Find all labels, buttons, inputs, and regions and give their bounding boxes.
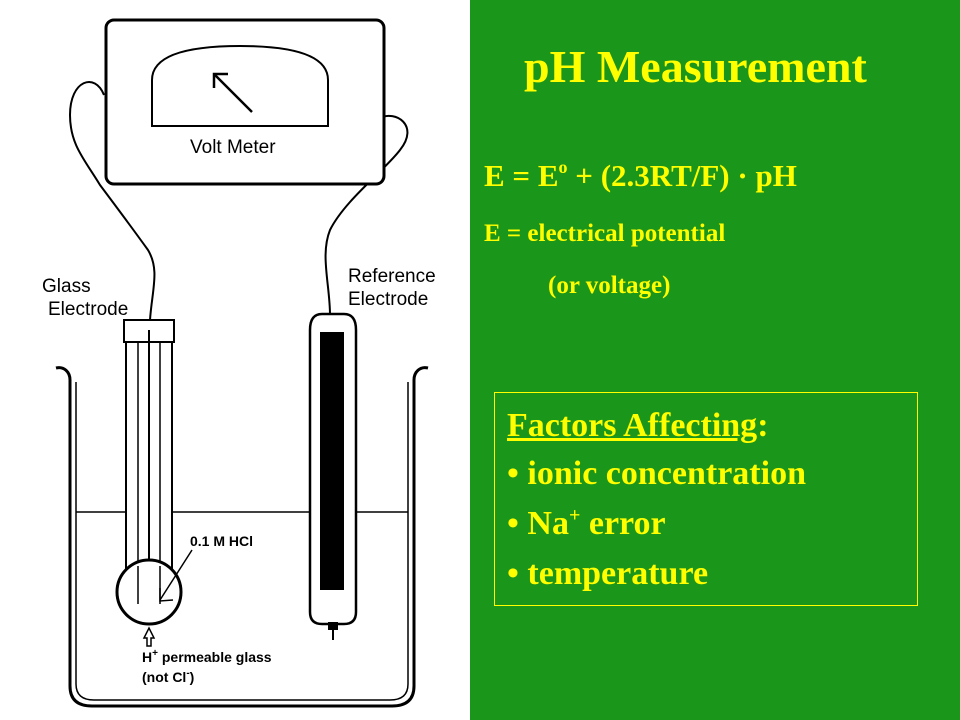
meter-needle-arrowhead xyxy=(212,72,228,88)
electrode-diagram: Volt Meter 0.1 M HCl H+ permeable glass … xyxy=(0,0,470,720)
glass-bulb xyxy=(115,558,183,626)
glass-electrode-wire xyxy=(68,81,156,321)
permeable-glass-arrow xyxy=(142,626,156,647)
factor-sodium-prefix: • Na xyxy=(507,505,569,542)
hcl-pointer-line xyxy=(159,549,193,601)
factors-title-text: Factors Affecting xyxy=(507,407,758,444)
reference-electrode-core xyxy=(320,332,344,590)
beaker-inner-wall xyxy=(75,382,409,701)
factor-sodium-sup: + xyxy=(568,504,581,527)
hcl-label: 0.1 M HCl xyxy=(190,533,253,549)
equation-superscript: o xyxy=(558,156,568,177)
diagram-svg: Volt Meter 0.1 M HCl H+ permeable glass … xyxy=(42,18,436,708)
slide-title: pH Measurement xyxy=(524,41,867,92)
permeable-glass-label: H+ permeable glass xyxy=(142,648,272,665)
factor-item-sodium: • Na+ error xyxy=(507,505,666,543)
not-cl-label: (not Cl-) xyxy=(142,668,194,685)
glass-electrode-label-line2: Electrode xyxy=(48,299,128,320)
equation-part1: E = E xyxy=(484,158,559,193)
factor-item-temperature: • temperature xyxy=(507,555,709,592)
factors-title-colon: : xyxy=(757,407,769,444)
factor-sodium-suffix: error xyxy=(580,505,666,542)
glass-electrode-label-line1: Glass xyxy=(42,276,91,297)
meter-needle xyxy=(213,73,253,113)
meter-dial xyxy=(151,44,329,127)
beaker xyxy=(55,366,429,708)
factors-box: Factors Affecting: • ionic concentration… xyxy=(494,392,918,606)
reference-electrode-tip-plug xyxy=(328,622,338,630)
hcl-pointer-arrowhead xyxy=(159,588,174,602)
factor-item-ionic: • ionic concentration xyxy=(507,455,806,492)
reference-electrode-label-line2: Electrode xyxy=(348,289,428,310)
volt-meter-label: Volt Meter xyxy=(190,137,276,158)
definition-line1: E = electrical potential xyxy=(484,220,726,247)
nernst-equation: E = Eo + (2.3RT/F) · pH xyxy=(484,158,797,194)
ph-info-panel: pH Measurement E = Eo + (2.3RT/F) · pH E… xyxy=(470,0,960,720)
reference-electrode-label-line1: Reference xyxy=(348,266,436,287)
factors-title: Factors Affecting: xyxy=(507,407,769,445)
equation-part2: + (2.3RT/F) · pH xyxy=(567,158,797,193)
reference-electrode-wire xyxy=(324,114,409,316)
definition-line2: (or voltage) xyxy=(548,272,671,299)
